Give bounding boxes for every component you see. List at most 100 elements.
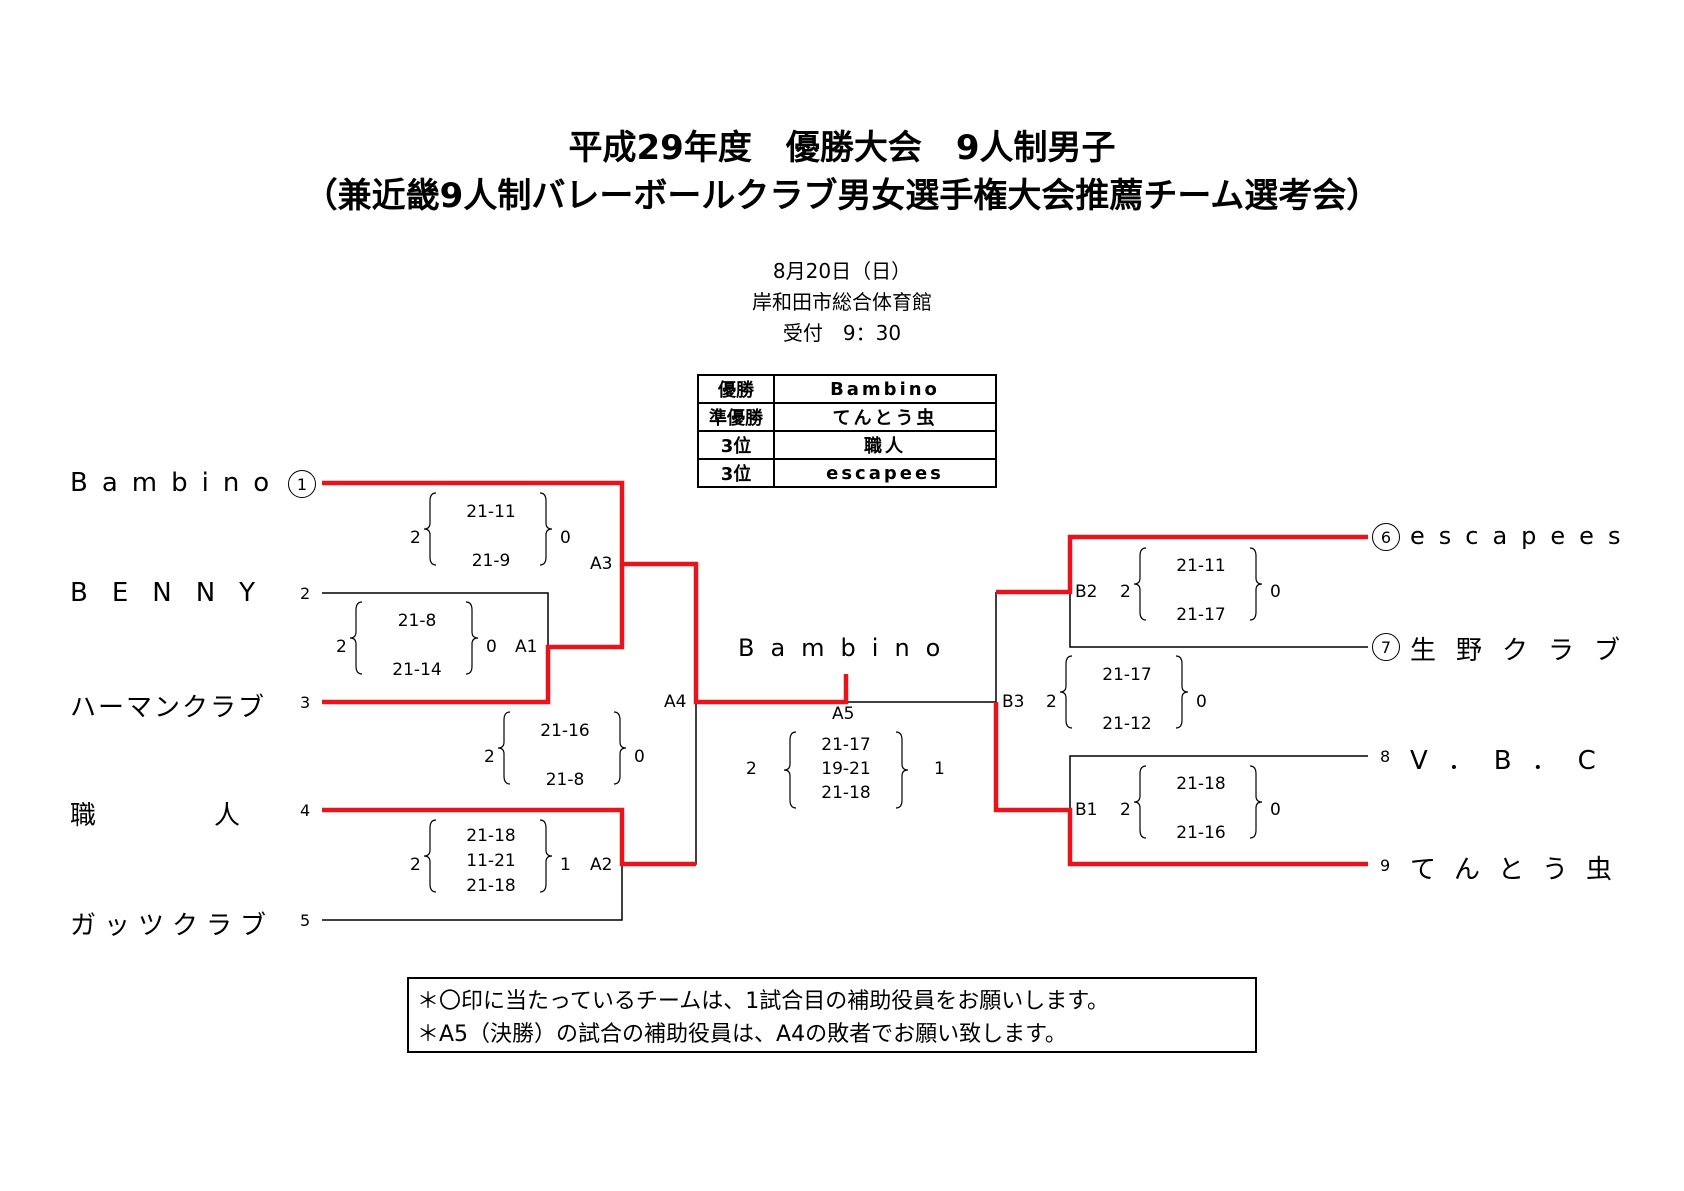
brace-right — [1175, 655, 1189, 729]
match-label: A4 — [664, 692, 687, 712]
match-label: A2 — [590, 855, 613, 875]
notes-box: ＊〇印に当たっているチームは、1試合目の補助役員をお願いします。 ＊A5（決勝）… — [407, 977, 1257, 1053]
team-name: Bambino — [70, 468, 284, 498]
brace-left — [1133, 765, 1147, 839]
event-reception: 受付 9：30 — [782, 321, 902, 345]
score-braces — [349, 492, 1263, 893]
brace-left — [423, 819, 437, 893]
set-score: 21-9 — [471, 551, 511, 571]
bracket-line — [622, 702, 697, 865]
event-venue: 岸和田市総合体育館 — [752, 290, 932, 314]
bracket-line — [322, 592, 549, 647]
page-title: 平成29年度 優勝大会 9人制男子 — [568, 128, 1116, 168]
champion-name: Bambino — [738, 634, 957, 662]
team-cell: てんとう虫 — [773, 402, 997, 432]
sets-won-left: 2 — [336, 637, 347, 657]
sets-won-left: 2 — [410, 528, 421, 548]
sets-won-left: 2 — [1120, 582, 1131, 602]
team-cell: escapees — [773, 458, 997, 488]
match-label: A5 — [832, 704, 855, 724]
sets-won-right: 0 — [634, 747, 645, 767]
brace-left — [1059, 655, 1073, 729]
team-name: 職 人 — [70, 801, 263, 831]
sets-won-left: 2 — [484, 747, 495, 767]
set-score: 11-21 — [466, 851, 516, 871]
team-name: ガッツクラブ — [70, 911, 275, 941]
match-label: A3 — [590, 554, 613, 574]
brace-right — [613, 711, 627, 785]
sets-won-right: 0 — [1196, 692, 1207, 712]
brace-right — [539, 819, 553, 893]
match-label: B3 — [1002, 692, 1025, 712]
set-score: 21-17 — [821, 735, 871, 755]
win-line — [322, 564, 625, 705]
sets-won-left: 2 — [1046, 692, 1057, 712]
brace-left — [497, 711, 511, 785]
team-cell: 職人 — [773, 430, 997, 460]
win-line — [996, 534, 1368, 595]
set-score: 21-16 — [540, 721, 590, 741]
seed-number: 5 — [300, 911, 311, 930]
set-score: 21-14 — [392, 660, 442, 680]
bracket-line — [322, 864, 623, 921]
set-score: 21-17 — [1176, 605, 1226, 625]
page-subtitle: （兼近畿9人制バレーボールクラブ男女選手権大会推薦チーム選考会） — [303, 176, 1381, 216]
win-line — [322, 480, 849, 705]
seed-number: 8 — [1380, 747, 1391, 766]
seed-circle: 6 — [1372, 523, 1400, 551]
brace-right — [539, 492, 553, 566]
sets-won-right: 0 — [560, 528, 571, 548]
sets-won-left: 2 — [746, 759, 757, 779]
brace-left — [349, 601, 363, 675]
set-score: 21-17 — [1102, 665, 1152, 685]
sets-won-left: 2 — [1120, 800, 1131, 820]
note-line: ＊A5（決勝）の試合の補助役員は、A4の敗者でお願い致します。 — [417, 1022, 1067, 1047]
set-score: 21-11 — [466, 502, 516, 522]
match-label: B2 — [1075, 582, 1098, 602]
brace-right — [1249, 765, 1263, 839]
seed-number: 9 — [1380, 856, 1391, 875]
seed-marker: 7 — [1372, 633, 1400, 661]
seed-number: 4 — [300, 801, 311, 820]
sets-won-right: 0 — [486, 637, 497, 657]
win-line — [322, 807, 696, 867]
note-line: ＊〇印に当たっているチームは、1試合目の補助役員をお願いします。 — [417, 989, 1110, 1014]
seed-circle: 7 — [1372, 633, 1400, 661]
set-score: 21-18 — [466, 876, 516, 896]
team-name: てんとう虫 — [1410, 855, 1631, 885]
team-name: 生野クラブ — [1410, 636, 1641, 666]
sets-won-right: 1 — [934, 759, 945, 779]
event-date: 8月20日（日） — [772, 259, 912, 283]
set-score: 21-18 — [1176, 774, 1226, 794]
brace-right — [895, 731, 909, 809]
set-score: 21-8 — [397, 611, 437, 631]
brace-left — [423, 492, 437, 566]
brace-right — [465, 601, 479, 675]
rank-cell: 3位 — [697, 458, 775, 488]
results-row: 準優勝てんとう虫 — [697, 402, 997, 432]
team-name: escapees — [1410, 522, 1635, 550]
results-row: 3位職人 — [697, 430, 997, 460]
team-name: BENNY — [70, 578, 280, 608]
seed-marker: 6 — [1372, 523, 1400, 551]
win-line — [993, 702, 1368, 867]
team-cell: Bambino — [773, 374, 997, 404]
team-name: V．B．C — [1410, 746, 1616, 776]
seed-number: 3 — [300, 693, 311, 712]
seed-circle: 1 — [288, 470, 316, 498]
brace-left — [1133, 547, 1147, 621]
bracket-line — [1069, 755, 1368, 810]
set-score: 21-12 — [1102, 714, 1152, 734]
rank-cell: 準優勝 — [697, 402, 775, 432]
seed-number: 2 — [300, 584, 311, 603]
sets-won-right: 0 — [1270, 800, 1281, 820]
match-label: A1 — [515, 637, 538, 657]
brace-left — [783, 731, 797, 809]
set-score: 21-8 — [545, 770, 585, 790]
bracket-line — [1069, 537, 1368, 648]
set-score: 21-18 — [821, 783, 871, 803]
team-name: ハーマンクラブ — [70, 693, 267, 723]
